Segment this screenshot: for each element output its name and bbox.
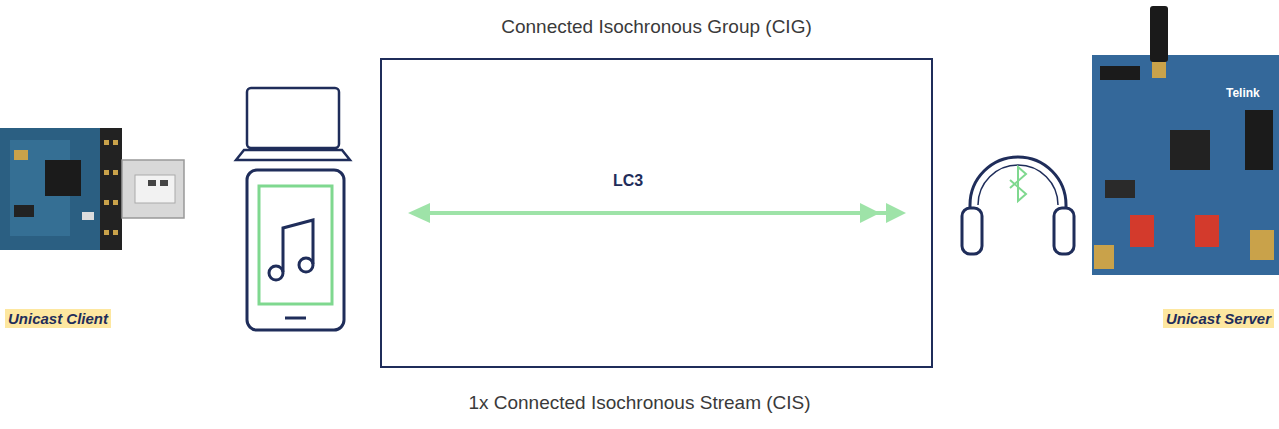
protocol-label: LC3 <box>613 172 643 190</box>
phone-icon <box>247 170 344 330</box>
group-box: Connected Isochronous Group (CIG) <box>380 58 933 368</box>
telink-board <box>1092 6 1279 275</box>
usb-dongle-board <box>0 128 184 250</box>
role-label: Unicast Client <box>5 309 111 328</box>
diagram-caption: 1x Connected Isochronous Stream (CIS) <box>0 392 1279 414</box>
board-logo: Telink <box>1226 86 1260 100</box>
headphones-icon <box>962 157 1074 254</box>
laptop-icon <box>236 88 350 160</box>
group-heading: Connected Isochronous Group (CIG) <box>342 16 971 38</box>
role-label: Unicast Server <box>1163 309 1274 328</box>
lc3-stream-arrow <box>408 203 906 223</box>
